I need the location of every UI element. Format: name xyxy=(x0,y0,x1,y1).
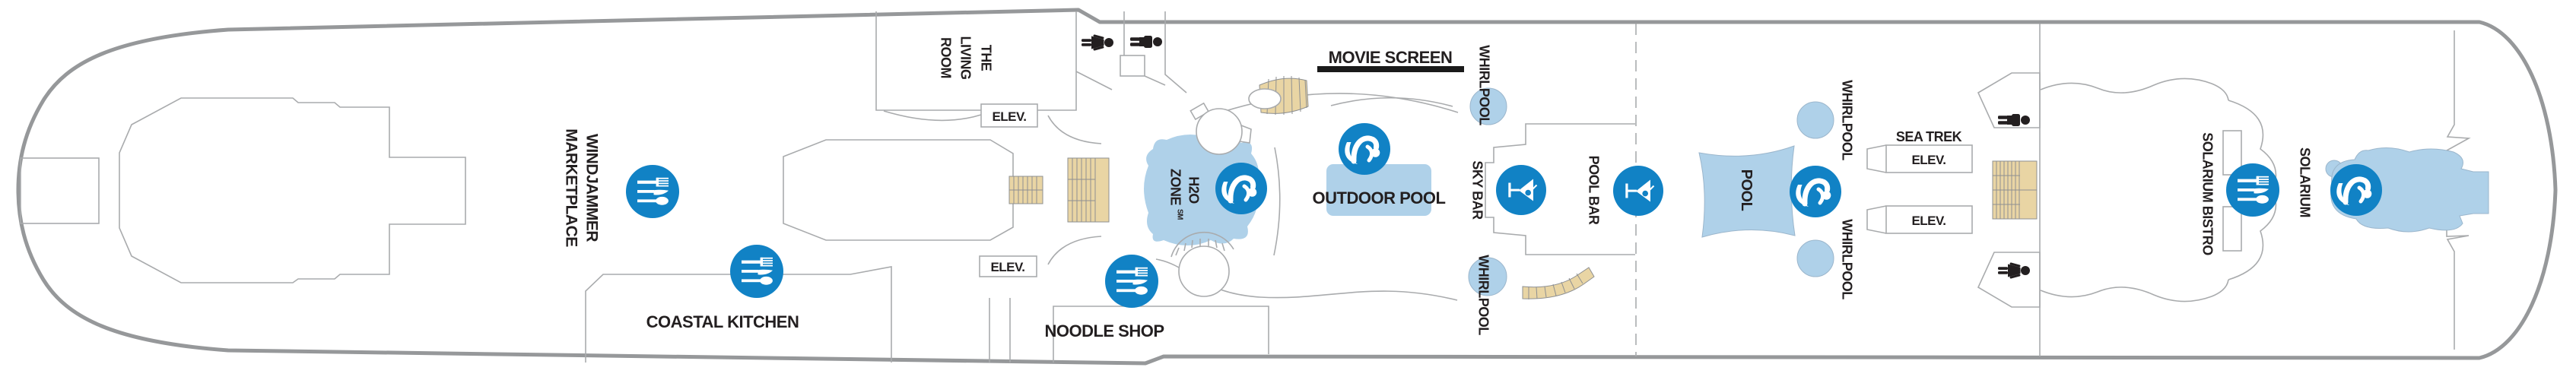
coastal-kitchen-label: COASTAL KITCHEN xyxy=(646,312,799,331)
elevator-label: ELEV. xyxy=(992,109,1026,124)
staircases xyxy=(1008,75,2038,299)
dining-icon xyxy=(1105,255,1158,308)
central-deck-octagon xyxy=(783,139,1014,241)
stern-platform xyxy=(20,157,100,224)
outdoor-pool-water xyxy=(1326,164,1431,216)
outdoor-pool-label: OUTDOOR POOL xyxy=(1313,188,1446,207)
round-pool-structure xyxy=(1196,108,1243,155)
movie-screen-bar xyxy=(1317,66,1464,72)
dining-icon xyxy=(730,245,783,298)
h2o-zone-label-line2: ZONE xyxy=(1168,169,1183,205)
living-room-label-line2: LIVING xyxy=(958,36,974,79)
h2o-zone-splash-pool xyxy=(1144,135,1259,245)
h2o-zone-label-suffix: SM xyxy=(1176,209,1184,220)
whirlpool-label: WHIRLPOOL xyxy=(1840,80,1855,160)
staircase xyxy=(1067,157,1110,223)
venue-labels: WINDJAMMER MARKETPLACE COASTAL KITCHEN T… xyxy=(563,36,2313,340)
swimmer-icon xyxy=(2330,164,2382,216)
noodle-shop-label: NOODLE SHOP xyxy=(1044,321,1164,340)
pool-bar-room-outline xyxy=(1485,123,1635,255)
windjammer-label-line2: MARKETPLACE xyxy=(563,128,580,247)
windjammer-room-outline xyxy=(119,97,466,283)
martini-glass-icon xyxy=(1495,164,1547,216)
elevator-boxes xyxy=(979,103,1973,277)
staircase xyxy=(1008,176,1043,204)
dining-icon xyxy=(626,165,679,218)
round-deck-structures xyxy=(1170,102,1252,297)
whirlpool-tub xyxy=(1468,257,1507,296)
movie-screen-label: MOVIE SCREEN xyxy=(1329,48,1453,67)
solarium-label: SOLARIUM xyxy=(2298,147,2313,217)
restroom-room-outline xyxy=(1977,252,2041,308)
elevator-label: ELEV. xyxy=(990,260,1024,274)
whirlpool-tub xyxy=(1469,87,1507,125)
living-room-label-line1: THE xyxy=(979,45,994,71)
swimmer-icon xyxy=(1339,123,1390,175)
interior-walls xyxy=(20,11,2471,363)
dining-icon xyxy=(2226,163,2279,217)
curved-staircase xyxy=(1522,267,1595,299)
ship-hull-outline xyxy=(16,8,2558,366)
coastal-kitchen-room-outline xyxy=(585,266,892,363)
elevator-label: ELEV. xyxy=(1911,214,1945,228)
elevator-label: ELEV. xyxy=(1911,153,1945,167)
main-pool-water xyxy=(1698,145,1796,238)
pool-bar-label: POOL BAR xyxy=(1587,156,1602,225)
elevator-box xyxy=(979,255,1037,277)
curved-staircase xyxy=(1248,75,1309,116)
staircase xyxy=(1992,160,2038,220)
h2o-zone-label-line1: H2O xyxy=(1186,176,1202,204)
whirlpool-tub xyxy=(1796,101,1834,139)
elevator-box xyxy=(1885,205,1973,234)
restroom-room-outline xyxy=(1977,72,2041,128)
swimmer-icon xyxy=(1790,166,1841,217)
round-pool-structure xyxy=(1178,245,1230,297)
whirlpool-label: WHIRLPOOL xyxy=(1477,45,1492,125)
living-room-label-line3: ROOM xyxy=(939,37,954,78)
sky-bar-label: SKY BAR xyxy=(1470,160,1485,220)
solarium-bistro-label: SOLARIUM BISTRO xyxy=(2200,132,2215,255)
whirlpool-tub xyxy=(1796,239,1834,277)
noodle-shop-room-outline xyxy=(1053,306,1269,363)
elevator-box xyxy=(980,103,1038,128)
pool-label: POOL xyxy=(1738,169,1755,211)
swimmer-icon xyxy=(1215,163,1267,214)
windjammer-label-line1: WINDJAMMER xyxy=(583,134,601,242)
whirlpool-label: WHIRLPOOL xyxy=(1476,255,1491,335)
martini-glass-icon xyxy=(1612,165,1664,217)
whirlpool-label: WHIRLPOOL xyxy=(1840,219,1855,299)
elevator-box xyxy=(1885,144,1973,173)
living-room-outline xyxy=(875,11,1077,111)
sea-trek-label: SEA TREK xyxy=(1896,129,1962,144)
